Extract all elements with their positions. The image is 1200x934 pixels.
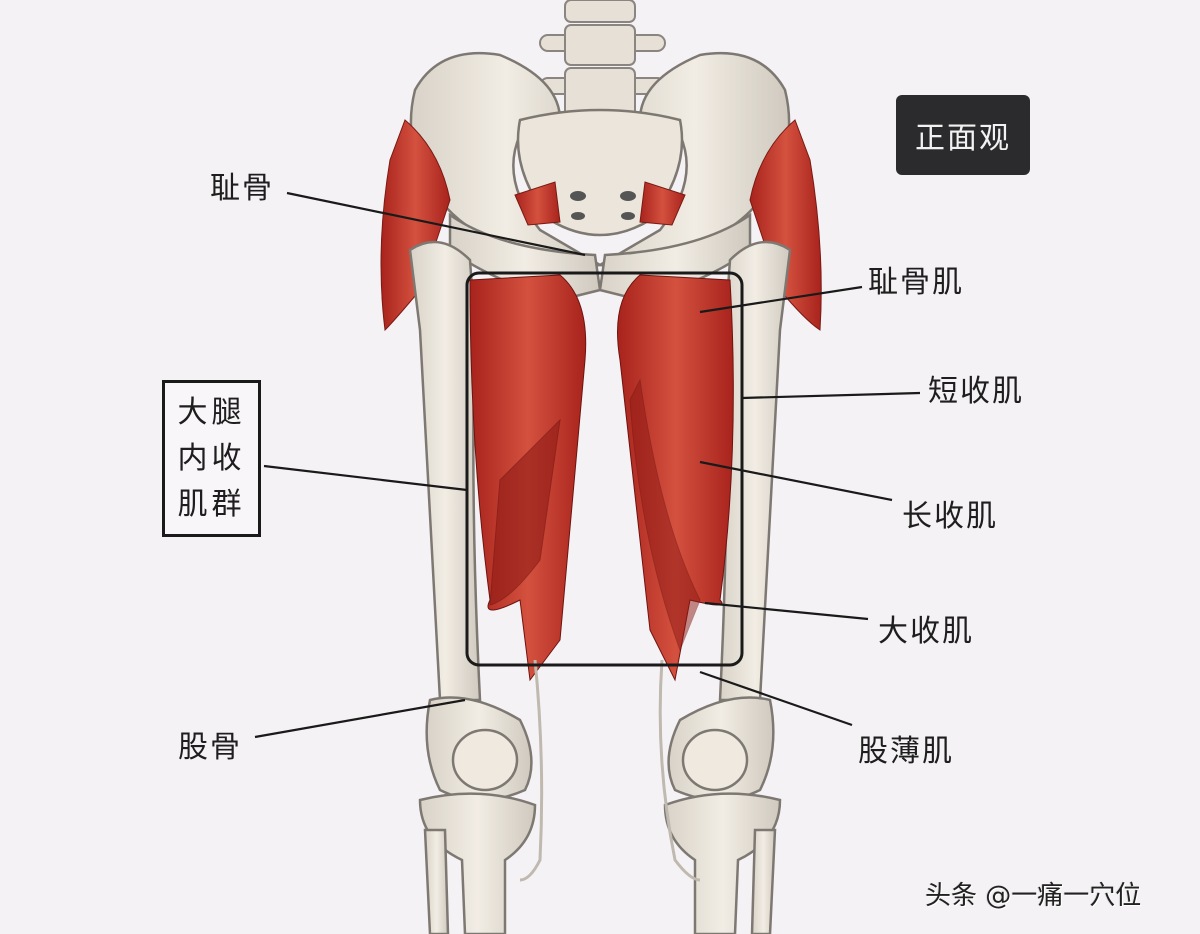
adductor-muscles <box>469 274 734 682</box>
leader-lines <box>254 191 921 739</box>
view-badge: 正面观 <box>896 95 1030 175</box>
group-box-line-3: 肌群 <box>177 486 246 522</box>
group-box-line-1: 大腿 <box>177 394 246 430</box>
sacral-foramina <box>570 191 636 220</box>
label-adductor-brevis: 短收肌 <box>928 374 1024 409</box>
lumbar-spine <box>539 0 666 119</box>
femur-bones <box>408 240 792 934</box>
watermark: 头条 @一痛一穴位 <box>925 881 1142 911</box>
label-adductor-longus: 长收肌 <box>902 499 998 534</box>
view-badge-label: 正面观 <box>915 121 1011 156</box>
label-pectineus: 耻骨肌 <box>868 265 964 300</box>
adductor-highlight-box <box>465 271 744 667</box>
group-box-line-2: 内收 <box>177 440 246 476</box>
muscle-group-box: 大腿 内收 肌群 <box>162 380 261 537</box>
label-femur: 股骨 <box>178 730 242 765</box>
label-gracilis: 股薄肌 <box>858 734 954 769</box>
gracilis-tendons <box>519 659 701 882</box>
label-adductor-magnus: 大收肌 <box>878 614 974 649</box>
lateral-hip-muscles <box>380 119 822 332</box>
label-pubis: 耻骨 <box>210 171 274 206</box>
